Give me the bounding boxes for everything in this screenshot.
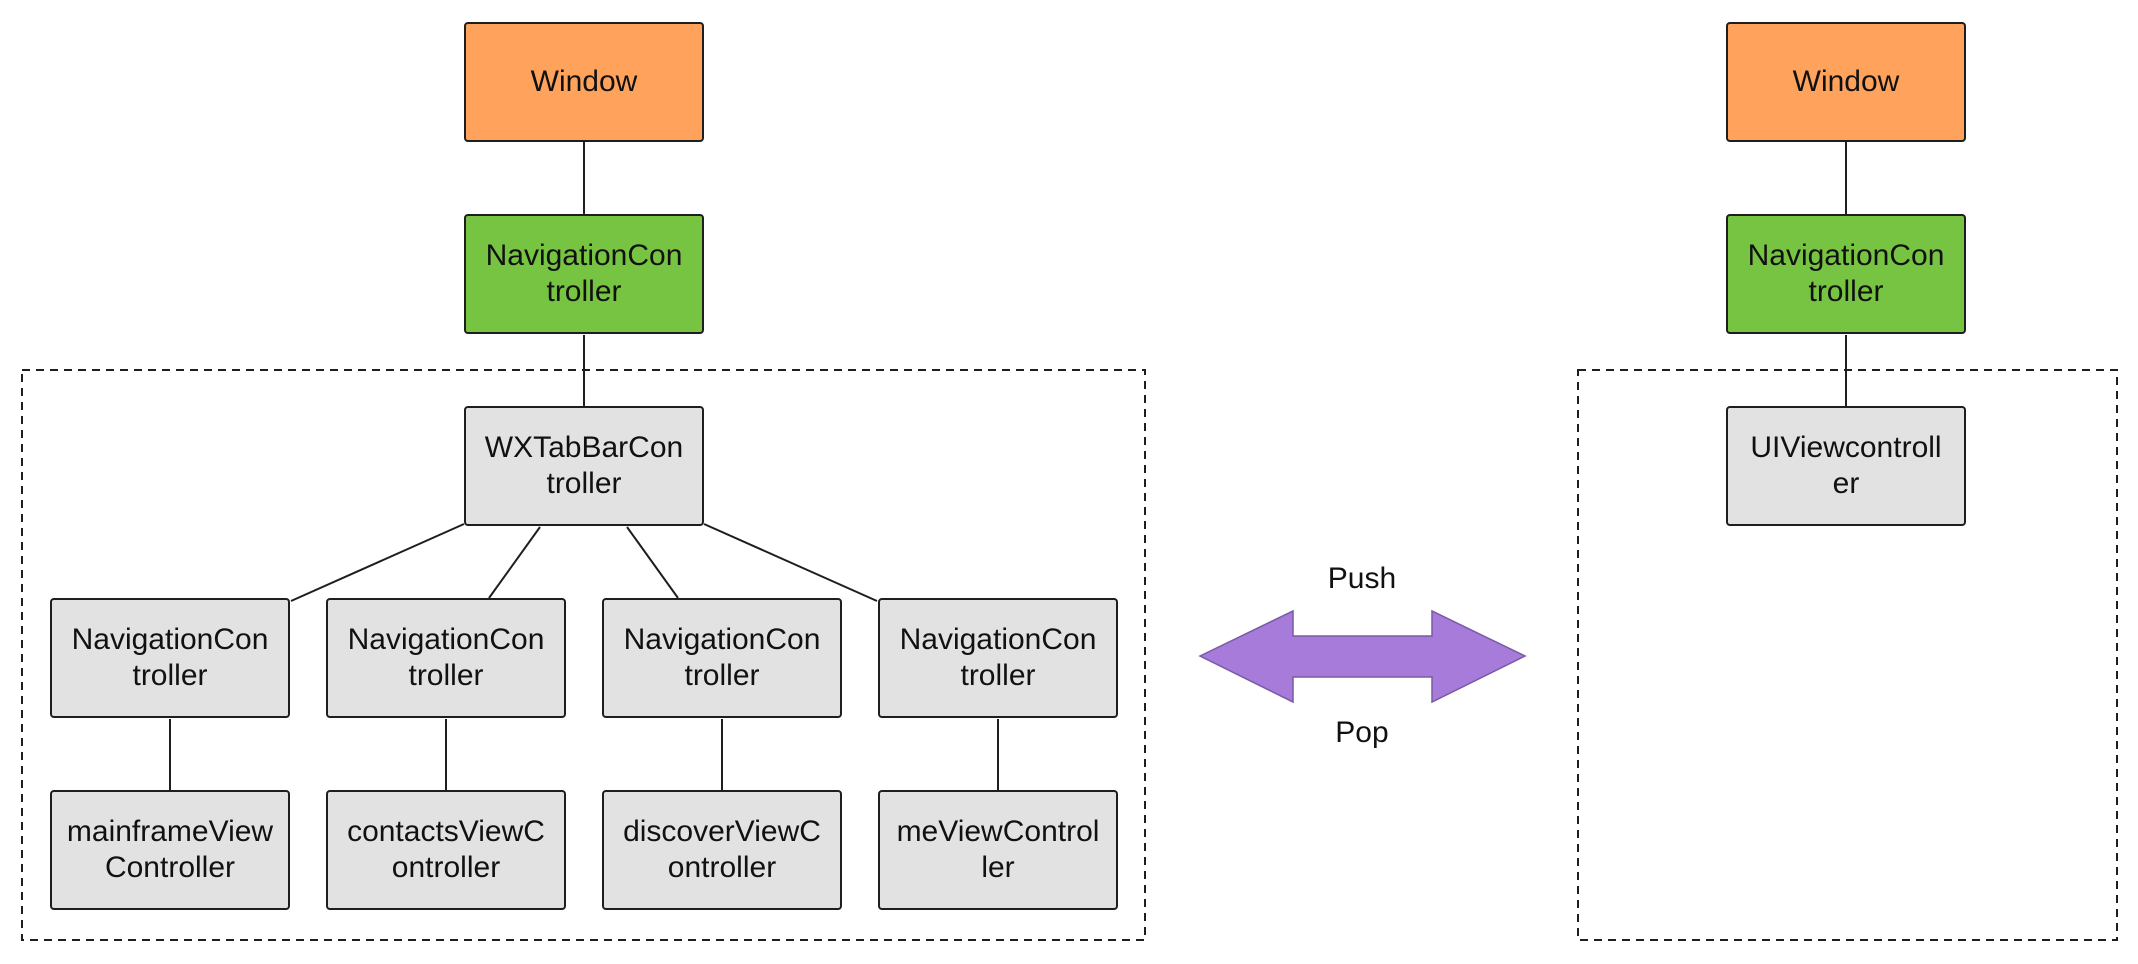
navigation-controller-tab-4: NavigationCon troller (878, 598, 1118, 718)
navigation-controller-tab-1: NavigationCon troller (50, 598, 290, 718)
navigation-controller-root-left: NavigationCon troller (464, 214, 704, 334)
navigation-controller-tab-3: NavigationCon troller (602, 598, 842, 718)
contacts-view-controller-node: contactsViewC ontroller (326, 790, 566, 910)
me-view-controller-node: meViewControl ler (878, 790, 1118, 910)
connector-tabbar-nav3 (626, 526, 679, 599)
window-node-left: Window (464, 22, 704, 142)
discover-view-controller-node: discoverViewC ontroller (602, 790, 842, 910)
right-dashed-group (1577, 369, 2118, 941)
uiviewcontroller-node: UIViewcontroll er (1726, 406, 1966, 526)
push-pop-double-arrow (1198, 609, 1527, 704)
window-node-right: Window (1726, 22, 1966, 142)
connector-tabbar-nav4 (703, 523, 878, 602)
connector-tabbar-nav2 (488, 526, 541, 599)
connector-tabbar-nav1 (290, 523, 465, 602)
tabbar-controller-node: WXTabBarCon troller (464, 406, 704, 526)
navigation-controller-root-right: NavigationCon troller (1726, 214, 1966, 334)
push-label: Push (1327, 562, 1397, 595)
mainframe-view-controller-node: mainframeView Controller (50, 790, 290, 910)
pop-label: Pop (1335, 716, 1389, 749)
navigation-controller-tab-2: NavigationCon troller (326, 598, 566, 718)
